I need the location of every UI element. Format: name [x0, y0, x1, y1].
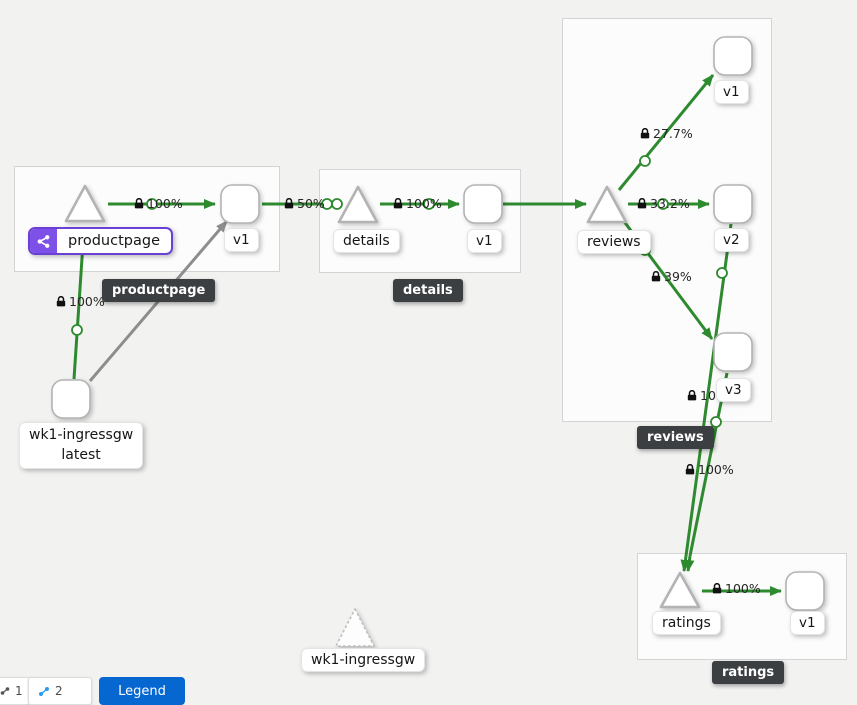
- label-productpage-service[interactable]: productpage: [28, 227, 173, 255]
- layout-2-icon: [39, 686, 49, 696]
- label-reviews-service[interactable]: reviews: [577, 230, 651, 254]
- app-badge-reviews: reviews: [637, 426, 714, 449]
- edge-v3-to-ratings[interactable]: [688, 372, 729, 557]
- edge-label-ingress-productpage: 100%: [56, 294, 105, 309]
- edge-label-reviews-v2: 33.2%: [637, 196, 690, 211]
- edge-waypoint: [331, 198, 343, 210]
- lock-icon: [393, 198, 403, 209]
- edge-waypoint: [71, 324, 83, 336]
- label-idle-ingress-service[interactable]: wk1-ingressgw: [301, 648, 426, 672]
- layout-1-icon: [0, 687, 10, 695]
- edge-label-productpage-v1: 100%: [134, 196, 183, 211]
- node-reviews-v3[interactable]: [713, 332, 753, 372]
- label-ratings-v1[interactable]: v1: [790, 611, 825, 635]
- node-idle-ingress-service[interactable]: [335, 608, 375, 647]
- node-reviews-service[interactable]: [586, 185, 628, 224]
- node-ingress-workload[interactable]: [51, 379, 91, 419]
- node-ratings-v1[interactable]: [785, 571, 825, 611]
- edge-reviews-to-v1[interactable]: [617, 74, 715, 191]
- lock-icon: [685, 464, 695, 475]
- edge-label-reviews-v3: 39%: [651, 269, 692, 284]
- lock-icon: [640, 128, 650, 139]
- virtual-service-icon: [30, 229, 57, 253]
- node-details-service[interactable]: [337, 185, 379, 224]
- label-ingress-workload[interactable]: wk1-ingressgw latest: [19, 422, 144, 470]
- legend-button[interactable]: Legend: [99, 677, 185, 705]
- lock-icon: [687, 390, 697, 401]
- lock-icon: [284, 198, 294, 209]
- node-reviews-v2[interactable]: [713, 184, 753, 224]
- edge-waypoint: [710, 416, 722, 428]
- label-reviews-v3[interactable]: v3: [716, 378, 751, 402]
- edge-label-ratings-v1: 100%: [712, 581, 761, 596]
- lock-icon: [651, 271, 661, 282]
- node-reviews-v1[interactable]: [713, 36, 753, 76]
- lock-icon: [56, 296, 66, 307]
- lock-icon: [134, 198, 144, 209]
- app-badge-details: details: [393, 279, 463, 302]
- label-reviews-v2[interactable]: v2: [714, 228, 749, 252]
- edge-waypoint: [639, 155, 651, 167]
- edge-label-v2-ratings: 100%: [685, 462, 734, 477]
- edge-waypoint: [657, 198, 669, 210]
- edge-v2-to-ratings-tip: [680, 555, 691, 572]
- edge-v3-to-ratings-tip: [684, 555, 695, 572]
- node-productpage-v1[interactable]: [220, 184, 260, 224]
- edge-waypoint: [146, 198, 158, 210]
- label-reviews-v1[interactable]: v1: [714, 80, 749, 104]
- app-badge-ratings: ratings: [712, 661, 785, 684]
- label-ratings-service[interactable]: ratings: [652, 611, 721, 635]
- lock-icon: [637, 198, 647, 209]
- edge-waypoint: [716, 267, 728, 279]
- edge-label-reviews-v1: 27.7%: [640, 126, 693, 141]
- lock-icon: [712, 583, 722, 594]
- edge-v2-to-ratings[interactable]: [684, 223, 733, 557]
- node-ratings-service[interactable]: [659, 571, 701, 609]
- node-details-v1[interactable]: [463, 184, 503, 224]
- node-productpage-service[interactable]: [64, 184, 106, 223]
- label-details-v1[interactable]: v1: [467, 229, 502, 253]
- edge-label-details-v1: 100%: [393, 196, 442, 211]
- label-details-service[interactable]: details: [333, 229, 400, 253]
- app-badge-productpage: productpage: [102, 279, 216, 302]
- label-productpage-v1[interactable]: v1: [224, 228, 259, 252]
- edge-waypoint: [423, 198, 435, 210]
- edge-label-ppv1-details: 50%: [284, 196, 325, 211]
- layout-2-button[interactable]: 2: [28, 677, 92, 705]
